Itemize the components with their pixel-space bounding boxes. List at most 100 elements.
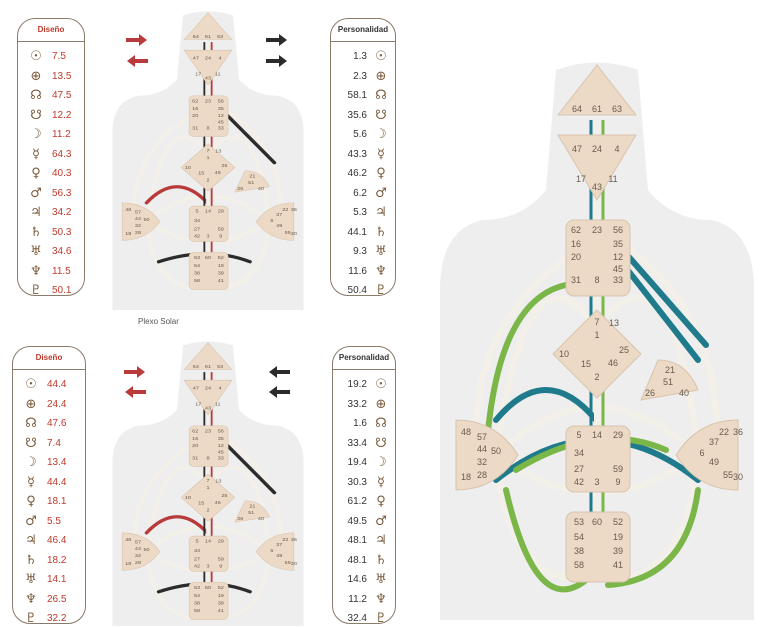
throat-center bbox=[565, 219, 631, 297]
earth-icon: ⊕ bbox=[25, 396, 37, 412]
root-gate: 38 bbox=[194, 601, 200, 607]
ajna-gate: 4 bbox=[219, 56, 222, 62]
sun-icon: ☉ bbox=[25, 377, 37, 392]
sacral-gate: 3 bbox=[594, 477, 599, 487]
neptune-icon: ♆ bbox=[30, 263, 42, 279]
spleen-gate: 28 bbox=[477, 470, 487, 480]
ego-gate: 21 bbox=[665, 365, 675, 375]
planet-row: 33.4☋ bbox=[333, 434, 395, 453]
spleen-gate: 18 bbox=[125, 561, 131, 567]
ajna-gate: 24 bbox=[205, 386, 211, 392]
solar-gate: 22 bbox=[719, 427, 729, 437]
ego-gate: 40 bbox=[258, 186, 264, 192]
sacral-gate: 42 bbox=[194, 564, 200, 570]
solar-plexus-center bbox=[675, 419, 739, 491]
sacral-gate: 27 bbox=[574, 464, 584, 474]
g-gate: 1 bbox=[206, 155, 209, 161]
planet-value: 2.3 bbox=[353, 70, 367, 82]
head-center bbox=[556, 64, 638, 116]
solar-gate: 6 bbox=[270, 548, 273, 554]
spleen-gate: 44 bbox=[135, 546, 141, 552]
ajna-gate: 17 bbox=[195, 402, 201, 408]
g-gate: 25 bbox=[619, 345, 629, 355]
planet-row: ♅14.1 bbox=[13, 570, 85, 589]
planet-row: 43.3☿ bbox=[331, 145, 395, 164]
head-gate: 61 bbox=[205, 364, 211, 370]
planet-value: 11.2 bbox=[52, 129, 71, 140]
sacral-gate: 27 bbox=[194, 227, 200, 233]
throat-gate: 56 bbox=[613, 225, 623, 235]
spleen-gate: 44 bbox=[135, 216, 141, 222]
g-gate: 7 bbox=[206, 148, 209, 154]
planet-value: 1.6 bbox=[353, 418, 367, 429]
planet-row: ☋12.2 bbox=[18, 106, 84, 125]
pluto-icon: ♇ bbox=[375, 611, 387, 626]
design-panel-title: Diseño bbox=[13, 347, 85, 370]
planet-row: 11.6♆ bbox=[331, 262, 395, 281]
g-gate: 13 bbox=[215, 479, 221, 485]
sacral-gate: 29 bbox=[613, 430, 623, 440]
root-center bbox=[188, 251, 229, 290]
g-gate: 46 bbox=[215, 170, 221, 176]
planet-value: 18.1 bbox=[47, 496, 67, 507]
ajna-gate: 17 bbox=[576, 174, 586, 184]
planet-row: ♇32.2 bbox=[13, 609, 85, 628]
root-gate: 58 bbox=[194, 608, 200, 614]
spleen-gate: 57 bbox=[135, 210, 141, 216]
g-gate: 15 bbox=[198, 171, 204, 177]
planet-row: ☊47.5 bbox=[18, 86, 84, 105]
g-gate: 15 bbox=[581, 359, 591, 369]
ajna-gate: 47 bbox=[193, 386, 199, 392]
throat-gate: 33 bbox=[218, 126, 224, 132]
personality-panel-top: Personalidad 1.3☉2.3⊕58.1☊35.6☋5.6☽43.3☿… bbox=[330, 18, 396, 298]
earth-icon: ⊕ bbox=[375, 68, 387, 84]
g-center bbox=[552, 309, 642, 399]
root-gate: 54 bbox=[574, 532, 584, 542]
planet-value: 48.1 bbox=[347, 535, 367, 546]
ego-gate: 51 bbox=[248, 510, 254, 516]
ajna-gate: 43 bbox=[205, 76, 211, 82]
throat-gate: 12 bbox=[613, 252, 623, 262]
root-gate: 39 bbox=[218, 601, 224, 607]
personality-panel-title: Personalidad bbox=[333, 347, 395, 370]
spleen-gate: 32 bbox=[135, 223, 141, 229]
planet-row: ♃46.4 bbox=[13, 531, 85, 550]
planet-value: 5.6 bbox=[353, 129, 367, 140]
planet-row: 19.4☽ bbox=[333, 453, 395, 472]
g-gate: 2 bbox=[206, 508, 209, 514]
sacral-gate: 42 bbox=[194, 234, 200, 240]
throat-gate: 62 bbox=[192, 429, 198, 435]
planet-row: ♆11.5 bbox=[18, 262, 84, 281]
root-center bbox=[565, 511, 631, 583]
earth-icon: ⊕ bbox=[30, 68, 42, 84]
g-center bbox=[180, 473, 236, 522]
solar-plexus-center bbox=[255, 532, 295, 571]
mars-icon: ♂ bbox=[375, 185, 387, 201]
sacral-gate: 27 bbox=[194, 557, 200, 563]
throat-gate: 35 bbox=[218, 436, 224, 442]
g-gate: 10 bbox=[559, 349, 569, 359]
planet-value: 11.2 bbox=[348, 593, 367, 605]
arrow-left-red-icon bbox=[125, 386, 146, 398]
solar-gate: 49 bbox=[276, 223, 282, 229]
g-gate: 15 bbox=[198, 501, 204, 507]
planet-value: 33.2 bbox=[347, 398, 367, 410]
planet-value: 47.6 bbox=[47, 418, 67, 429]
planet-row: 33.2⊕ bbox=[333, 395, 395, 414]
planet-value: 30.3 bbox=[347, 476, 367, 488]
sacral-gate: 14 bbox=[205, 539, 211, 545]
design-panel-title: Diseño bbox=[18, 19, 84, 42]
root-gate: 38 bbox=[194, 271, 200, 277]
root-gate: 60 bbox=[205, 585, 211, 591]
throat-gate: 35 bbox=[218, 106, 224, 112]
throat-gate: 16 bbox=[192, 436, 198, 442]
north-node-icon: ☊ bbox=[375, 88, 387, 103]
g-gate: 46 bbox=[608, 358, 618, 368]
throat-gate: 12 bbox=[218, 443, 224, 449]
pluto-icon: ♇ bbox=[25, 611, 37, 626]
head-gate: 64 bbox=[572, 104, 582, 114]
channel bbox=[144, 515, 210, 535]
solar-gate: 37 bbox=[276, 543, 282, 549]
ajna-gate: 47 bbox=[572, 144, 582, 154]
root-gate: 53 bbox=[574, 517, 584, 527]
